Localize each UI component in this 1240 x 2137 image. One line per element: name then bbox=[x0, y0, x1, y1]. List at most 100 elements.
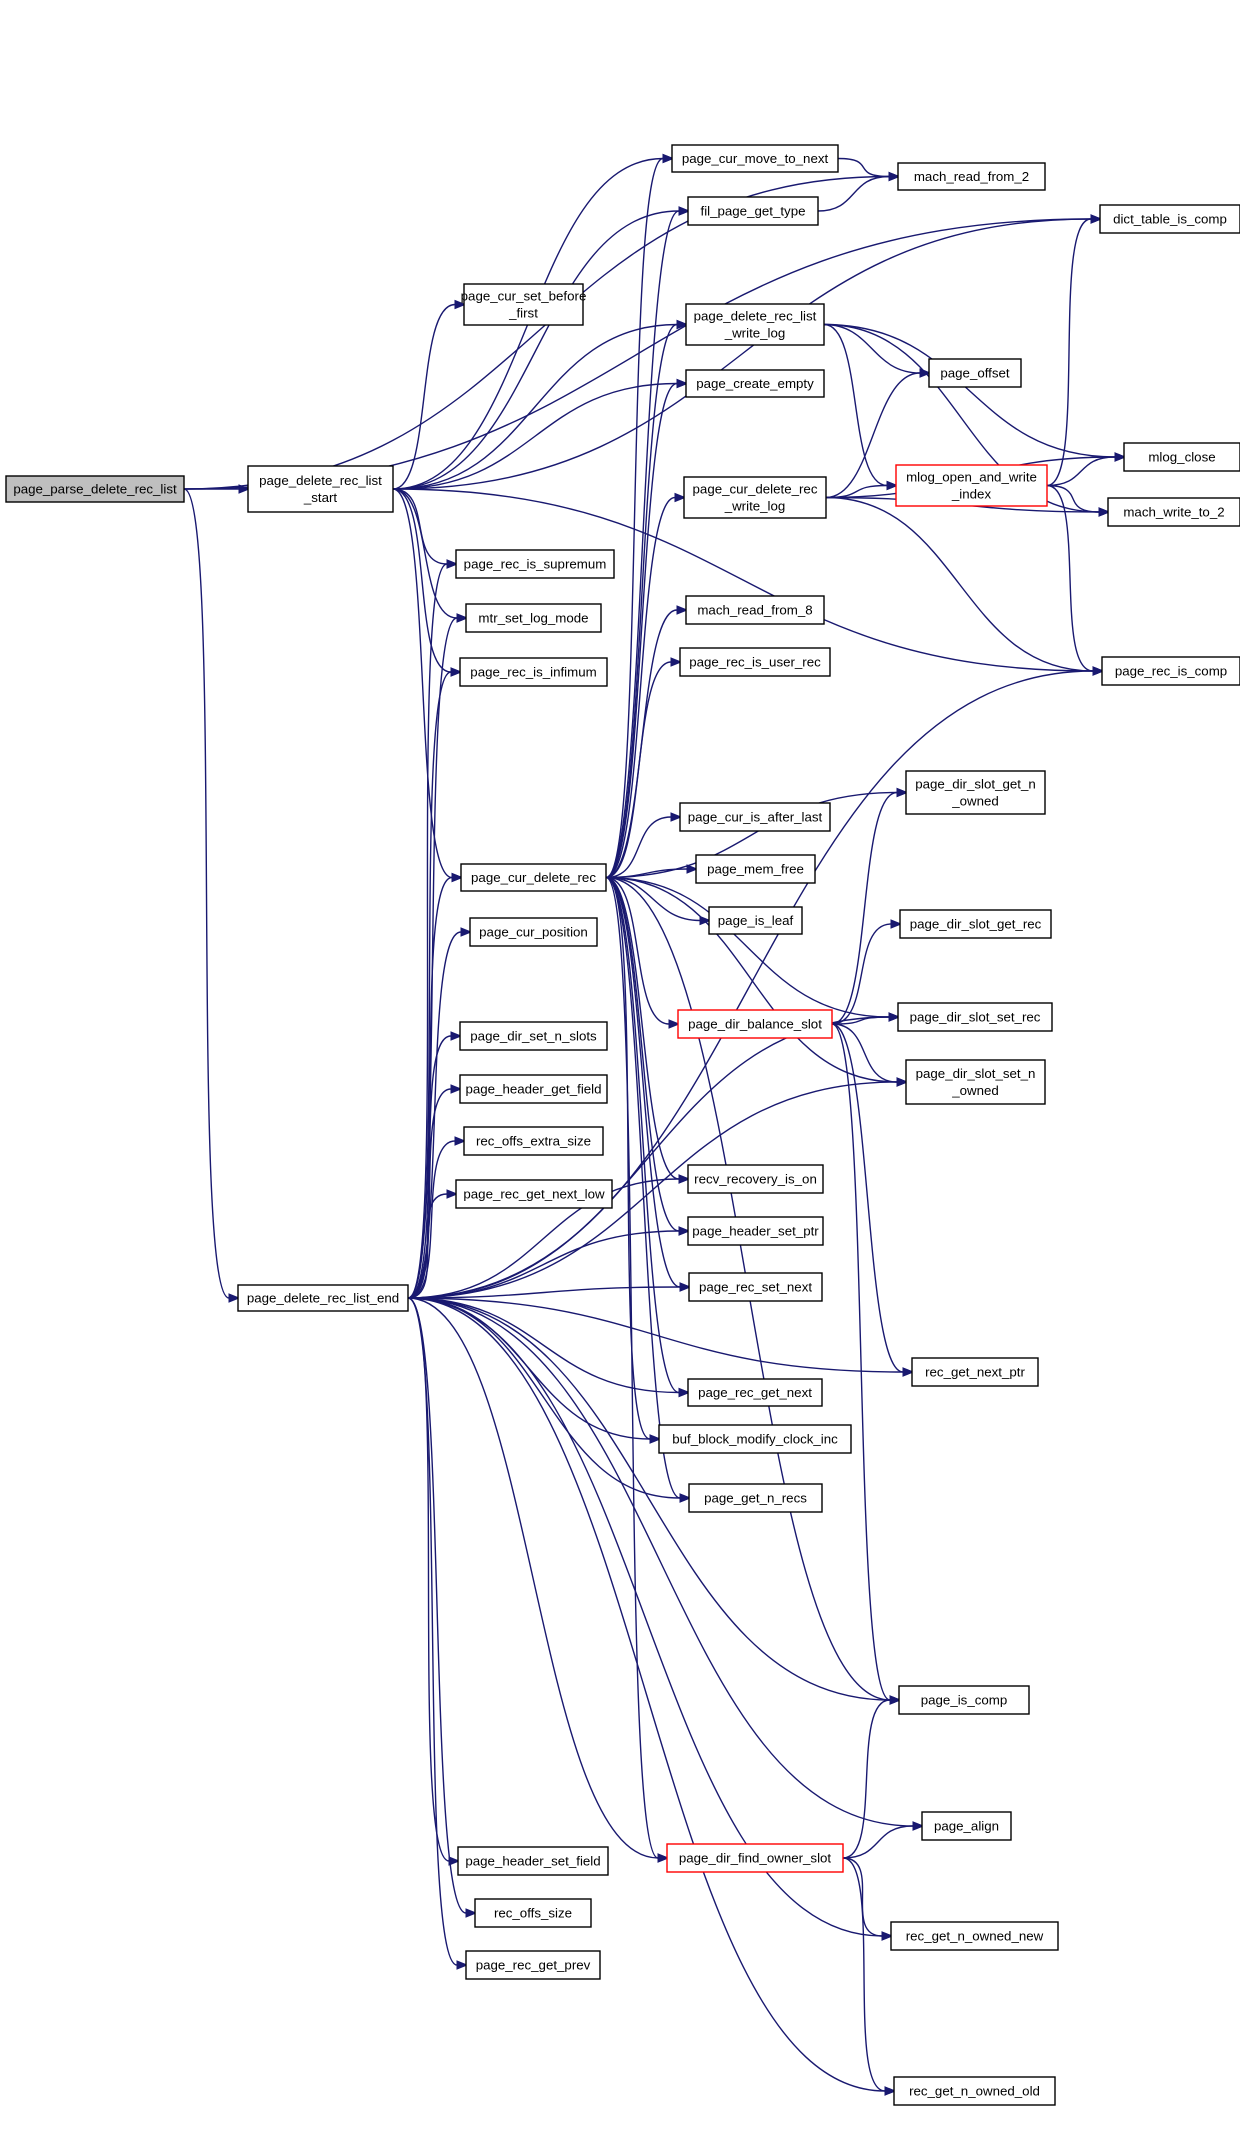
node-label: rec_offs_extra_size bbox=[476, 1134, 591, 1149]
graph-node-cur-set-before[interactable]: page_cur_set_before_first bbox=[461, 283, 587, 326]
node-label: page_cur_delete_rec bbox=[471, 870, 596, 885]
node-label: mlog_close bbox=[1148, 450, 1215, 465]
node-label: page_cur_position bbox=[479, 925, 588, 940]
node-label: page_rec_is_comp bbox=[1115, 664, 1227, 679]
graph-node-mem-free[interactable]: page_mem_free bbox=[695, 854, 816, 884]
graph-node-find-owner-slot[interactable]: page_dir_find_owner_slot bbox=[666, 1843, 844, 1873]
graph-node-header-set-ptr[interactable]: page_header_set_ptr bbox=[687, 1216, 824, 1246]
edge-cur-delete-rec-to-find-owner-slot bbox=[605, 876, 670, 1863]
graph-node-cur-after-last[interactable]: page_cur_is_after_last bbox=[679, 802, 831, 832]
node-box bbox=[679, 802, 831, 832]
edge-cur-delete-rec-to-mach-read-8 bbox=[605, 605, 689, 879]
graph-node-rec-supremum[interactable]: page_rec_is_supremum bbox=[455, 549, 615, 579]
graph-node-mach-read-2[interactable]: mach_read_from_2 bbox=[897, 162, 1046, 191]
graph-node-get-n-recs[interactable]: page_get_n_recs bbox=[688, 1483, 823, 1513]
graph-node-header-get-field[interactable]: page_header_get_field bbox=[459, 1074, 608, 1104]
graph-node-cur-move-next[interactable]: page_cur_move_to_next bbox=[671, 144, 839, 173]
graph-node-page-align[interactable]: page_align bbox=[921, 1811, 1012, 1841]
edge-cur-delete-rec-to-cur-move-next bbox=[605, 153, 675, 879]
node-box bbox=[921, 1811, 1012, 1841]
node-label: mach_read_from_8 bbox=[697, 603, 812, 618]
graph-node-mach-read-8[interactable]: mach_read_from_8 bbox=[685, 595, 825, 625]
graph-node-slot-get-rec[interactable]: page_dir_slot_get_rec bbox=[899, 909, 1052, 939]
edge-find-owner-slot-to-n-owned-new bbox=[842, 1857, 894, 1941]
graph-node-root[interactable]: page_parse_delete_rec_list bbox=[5, 475, 185, 503]
edge-drl-end-to-slot-set-n-owned bbox=[407, 1077, 909, 1299]
edge-cur-delete-rec-to-rec-user-rec bbox=[605, 657, 683, 879]
edge-cur-delete-rec-to-cur-del-write-log bbox=[605, 492, 687, 879]
graph-node-n-owned-new[interactable]: rec_get_n_owned_new bbox=[890, 1921, 1059, 1951]
graph-node-buf-modify-clock[interactable]: buf_block_modify_clock_inc bbox=[658, 1424, 852, 1454]
graph-node-recv-recovery[interactable]: recv_recovery_is_on bbox=[687, 1164, 824, 1194]
node-box bbox=[687, 196, 819, 226]
edge-drl-end-to-get-n-recs bbox=[407, 1297, 692, 1503]
graph-node-dir-set-n-slots[interactable]: page_dir_set_n_slots bbox=[459, 1021, 608, 1051]
graph-node-page-offset[interactable]: page_offset bbox=[928, 358, 1022, 388]
graph-node-create-empty[interactable]: page_create_empty bbox=[685, 369, 825, 398]
graph-node-balance-slot[interactable]: page_dir_balance_slot bbox=[677, 1009, 833, 1039]
graph-node-fil-get-type[interactable]: fil_page_get_type bbox=[687, 196, 819, 226]
node-label: page_rec_get_next_low bbox=[463, 1187, 605, 1202]
node-box bbox=[898, 1685, 1030, 1715]
node-label: rec_get_next_ptr bbox=[925, 1365, 1025, 1380]
graph-node-rec-get-prev[interactable]: page_rec_get_prev bbox=[465, 1950, 601, 1980]
graph-node-rec-get-next-low[interactable]: page_rec_get_next_low bbox=[455, 1179, 613, 1209]
node-label: buf_block_modify_clock_inc bbox=[672, 1432, 838, 1447]
node-label: _owned bbox=[951, 794, 999, 809]
graph-node-rec-get-next-ptr[interactable]: rec_get_next_ptr bbox=[911, 1357, 1039, 1387]
node-box bbox=[905, 1059, 1046, 1105]
graph-node-mlog-open[interactable]: mlog_open_and_write_index bbox=[895, 464, 1048, 507]
edge-drl-start-to-cur-set-before bbox=[392, 299, 467, 490]
node-box bbox=[455, 1179, 613, 1209]
node-label: page_dir_find_owner_slot bbox=[679, 1851, 832, 1866]
graph-node-page-is-comp[interactable]: page_is_comp bbox=[898, 1685, 1030, 1715]
node-label: page_rec_is_supremum bbox=[464, 557, 607, 572]
node-label: _first bbox=[508, 306, 538, 321]
edge-fil-get-type-to-mach-read-2 bbox=[817, 171, 901, 212]
edge-drl-end-to-header-get-field bbox=[407, 1084, 463, 1299]
graph-node-mach-write-2[interactable]: mach_write_to_2 bbox=[1107, 497, 1240, 527]
graph-node-n-owned-old[interactable]: rec_get_n_owned_old bbox=[893, 2076, 1056, 2106]
edge-drl-end-to-buf-modify-clock bbox=[407, 1297, 662, 1444]
graph-node-slot-set-rec[interactable]: page_dir_slot_set_rec bbox=[897, 1002, 1053, 1032]
edge-root-to-drl-end bbox=[183, 488, 241, 1303]
graph-node-page-rec-get-next[interactable]: page_rec_get_next bbox=[687, 1378, 823, 1407]
graph-node-is-leaf[interactable]: page_is_leaf bbox=[708, 906, 803, 935]
node-box bbox=[463, 1126, 604, 1156]
graph-node-page-rec-is-comp[interactable]: page_rec_is_comp bbox=[1101, 656, 1240, 686]
node-label: fil_page_get_type bbox=[701, 204, 806, 219]
graph-node-drl-start[interactable]: page_delete_rec_list_start bbox=[247, 465, 394, 513]
node-label: mach_write_to_2 bbox=[1123, 505, 1224, 520]
graph-node-cur-position[interactable]: page_cur_position bbox=[469, 917, 598, 947]
edge-drl-start-to-drl-write-log bbox=[392, 319, 689, 490]
graph-node-slot-get-n-owned[interactable]: page_dir_slot_get_n_owned bbox=[905, 770, 1046, 815]
graph-node-header-set-field[interactable]: page_header_set_field bbox=[457, 1846, 609, 1876]
graph-node-mtr-log-mode[interactable]: mtr_set_log_mode bbox=[465, 603, 602, 633]
node-label: rec_get_n_owned_old bbox=[909, 2084, 1040, 2099]
node-label: page_align bbox=[934, 1819, 999, 1834]
graph-node-offs-size[interactable]: rec_offs_size bbox=[474, 1898, 592, 1928]
graph-node-rec-set-next[interactable]: page_rec_set_next bbox=[688, 1272, 823, 1302]
node-label: _start bbox=[303, 490, 338, 505]
edge-balance-slot-to-slot-get-n-owned bbox=[831, 787, 909, 1025]
graph-node-drl-write-log[interactable]: page_delete_rec_list_write_log bbox=[685, 303, 825, 346]
graph-node-mlog-close[interactable]: mlog_close bbox=[1123, 442, 1240, 472]
graph-node-rec-user-rec[interactable]: page_rec_is_user_rec bbox=[679, 647, 831, 677]
node-box bbox=[474, 1898, 592, 1928]
edge-mlog-open-to-dict-comp bbox=[1046, 214, 1103, 487]
graph-node-offs-extra-size[interactable]: rec_offs_extra_size bbox=[463, 1126, 604, 1156]
graph-node-rec-infimum[interactable]: page_rec_is_infimum bbox=[459, 657, 608, 687]
node-box bbox=[469, 917, 598, 947]
node-label: page_header_set_field bbox=[465, 1854, 600, 1869]
graph-node-drl-end[interactable]: page_delete_rec_list_end bbox=[237, 1284, 409, 1312]
graph-node-cur-del-write-log[interactable]: page_cur_delete_rec_write_log bbox=[683, 476, 827, 519]
edge-drl-end-to-cur-position bbox=[407, 927, 473, 1299]
graph-node-cur-delete-rec[interactable]: page_cur_delete_rec bbox=[460, 863, 607, 892]
edge-drl-start-to-dict-comp bbox=[392, 214, 1103, 490]
graph-node-slot-set-n-owned[interactable]: page_dir_slot_set_n_owned bbox=[905, 1059, 1046, 1105]
graph-node-dict-comp[interactable]: dict_table_is_comp bbox=[1099, 204, 1240, 234]
edge-balance-slot-to-page-is-comp bbox=[831, 1023, 902, 1705]
edge-drl-end-to-header-set-field bbox=[407, 1297, 461, 1866]
node-box bbox=[677, 1009, 833, 1039]
